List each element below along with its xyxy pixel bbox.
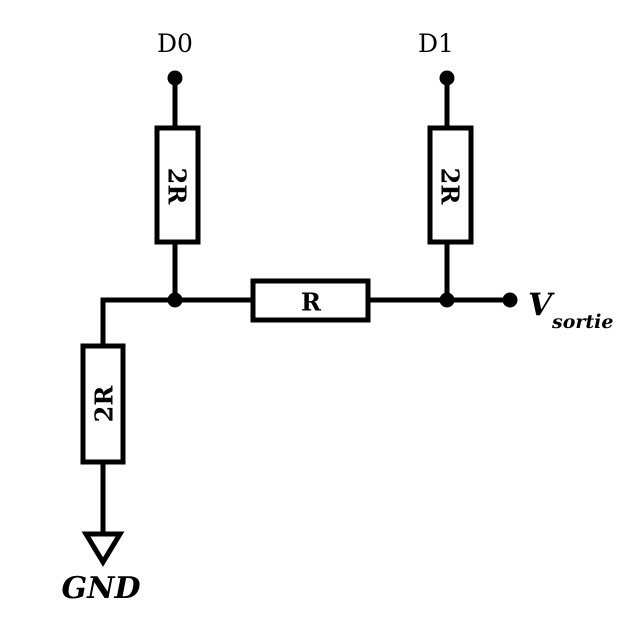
resistor-bottom-left-body: [80, 343, 126, 465]
resistor-bottom-left-label: 2R: [90, 385, 119, 423]
resistor-middle: R: [250, 278, 371, 323]
input-label-d1: D1: [418, 29, 454, 58]
output-label-v: V: [528, 287, 555, 323]
ground-icon: [81, 531, 125, 567]
resistor-top-right-label: 2R: [436, 168, 465, 206]
terminal-d0-dot: [167, 70, 183, 86]
resistor-top-right-body: [427, 125, 474, 245]
junction-left-dot: [167, 292, 183, 308]
resistor-top-right: 2R: [427, 125, 474, 245]
input-label-d0: D0: [157, 29, 193, 58]
resistor-bottom-left: 2R: [80, 343, 126, 465]
output-label-subscript: sortie: [551, 311, 613, 333]
resistor-top-left-body: [154, 125, 201, 245]
resistor-middle-label: R: [301, 288, 322, 317]
terminal-output-dot: [502, 292, 518, 308]
terminal-d1-dot: [439, 70, 455, 86]
resistor-top-left: 2R: [154, 125, 201, 245]
resistor-middle-body: [250, 278, 371, 323]
junction-right-dot: [439, 292, 455, 308]
ground-label: GND: [61, 571, 140, 606]
resistor-top-left-label: 2R: [163, 168, 192, 206]
